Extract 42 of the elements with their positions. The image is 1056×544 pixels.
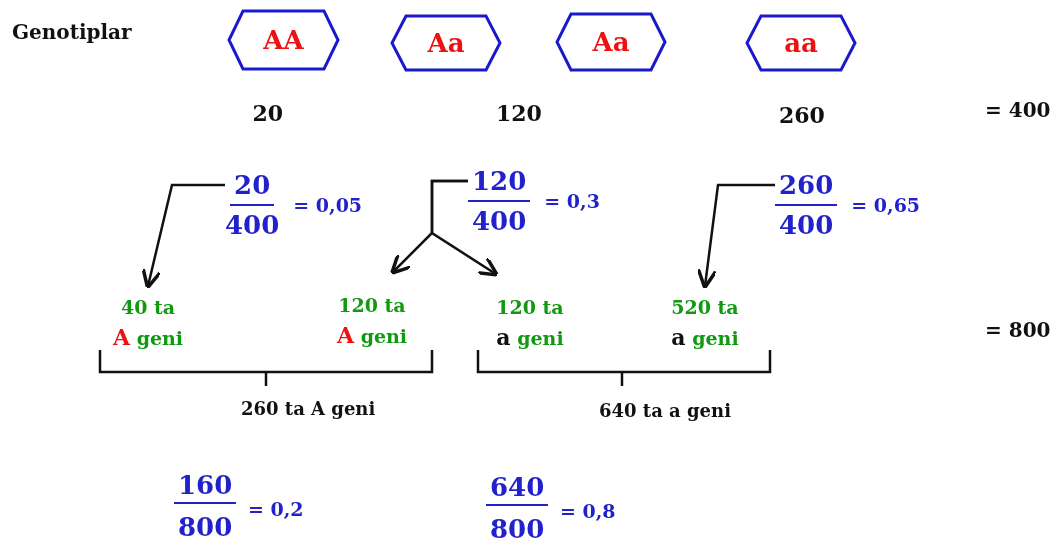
genotype-label: aa (784, 28, 818, 58)
count-value: 20 (252, 100, 284, 126)
total-value: = 800 (985, 318, 1051, 342)
total-value: = 400 (985, 98, 1051, 122)
row-heading: Genotiplar (12, 20, 132, 44)
result-value: = 0,65 (851, 194, 921, 216)
arrow (430, 179, 499, 277)
numerator: 120 (468, 166, 531, 202)
allele-letter: a (671, 324, 686, 350)
result-value: = 0,8 (560, 500, 616, 522)
count-value: 120 (496, 100, 542, 126)
allele-letter: A (112, 324, 130, 350)
result-value: = 0,3 (544, 190, 600, 212)
sum-label: 260 ta A geni (241, 398, 376, 419)
arrow (141, 183, 225, 290)
arrow (696, 183, 775, 290)
denominator: 800 (178, 512, 233, 542)
gene-word: geni (517, 327, 564, 349)
gene-count: 520 ta (671, 295, 739, 320)
result-value: = 0,2 (248, 498, 304, 520)
numerator: 640 (486, 472, 549, 506)
genotype-label: Aa (592, 27, 630, 57)
denominator: 800 (490, 514, 545, 544)
denominator: 400 (225, 209, 280, 240)
allele-letter: A (336, 322, 354, 348)
gene-word: geni (136, 327, 184, 349)
numerator: 20 (230, 170, 275, 206)
gene-word: geni (360, 325, 408, 347)
gene-count: 40 ta (120, 295, 176, 320)
result-value: = 0,05 (293, 194, 363, 216)
count-value: 260 (779, 102, 825, 128)
denominator: 400 (472, 205, 527, 236)
gene-count: 120 ta (338, 293, 406, 318)
numerator: 160 (174, 470, 237, 504)
genotype-label: Aa (427, 28, 465, 58)
allele-letter: a (496, 324, 511, 350)
denominator: 400 (779, 209, 834, 240)
numerator: 260 (775, 170, 838, 206)
sum-label: 640 ta a geni (599, 400, 731, 421)
gene-count: 120 ta (496, 295, 564, 320)
gene-word: geni (692, 327, 739, 349)
genotype-label: AA (263, 25, 304, 55)
